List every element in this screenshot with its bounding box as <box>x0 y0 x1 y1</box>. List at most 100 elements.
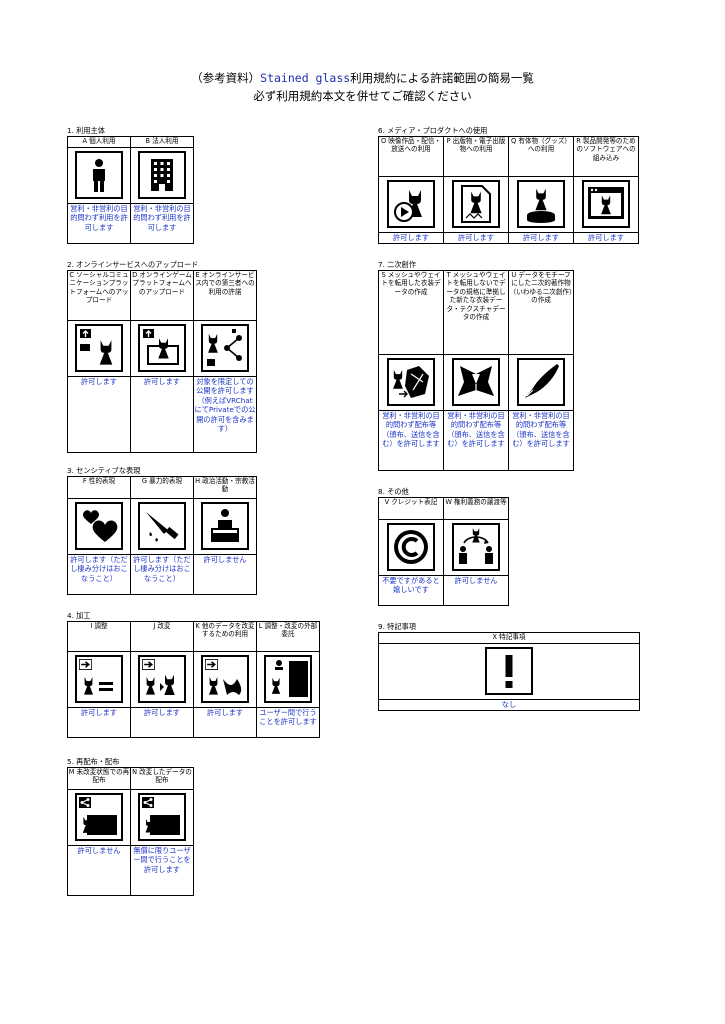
permission-table: A 個人利用 B 法人利用 営利・非営利の目的問わず利用を許可します 営利・非営… <box>67 136 194 244</box>
podium-speaker-icon <box>201 501 249 550</box>
person-icon <box>75 150 123 199</box>
section-processing: 4. 加工 I 調整 J 改変 K 他のデータを改変するための利用 L 調整・改… <box>67 610 320 738</box>
permission-e: 対象を限定しての公開を許可します（例えばVRChatにてPrivateでの公開の… <box>193 376 257 453</box>
section-online-upload: 2. オンラインサービスへのアップロード C ソーシャルコミュニケーションプラッ… <box>67 259 257 453</box>
permission-w: 許可しません <box>443 575 509 606</box>
upload-game-icon <box>138 323 186 372</box>
section-derivative-works: 7. 二次創作 S メッシュやウェイトを転用した衣装データの作成 T メッシュや… <box>378 259 574 471</box>
permission-n: 無償に限りユーザー間で行うことを許可します <box>130 845 194 896</box>
copyright-icon <box>387 522 435 571</box>
permission-d: 許可します <box>130 376 194 453</box>
permission-b: 営利・非営利の目的問わず利用を許可します <box>130 203 194 244</box>
permission-m: 許可しません <box>67 845 131 896</box>
building-icon <box>138 150 186 199</box>
permission-j: 許可します <box>130 707 194 738</box>
section-media-product: 6. メディア・プロダクトへの使用 O 映像作品・配信・放送への利用 P 出版物… <box>378 125 639 244</box>
document-title-line2: 必ず利用規約本文を併せてご確認ください <box>253 89 472 103</box>
permission-table: X 特記事項 なし <box>378 632 640 711</box>
col-header-s: S メッシュやウェイトを転用した衣装データの作成 <box>378 270 444 355</box>
permission-o: 許可します <box>378 232 444 244</box>
permission-s: 営利・非営利の目的問わず配布等（頒布、送信を含む）を許可します <box>378 410 444 471</box>
permission-table: I 調整 J 改変 K 他のデータを改変するための利用 L 調整・改変の外部委託… <box>67 621 320 738</box>
col-header-m: M 未改変状態での再配布 <box>67 767 131 790</box>
pen-nib-icon <box>517 357 565 406</box>
upload-social-icon <box>75 323 123 372</box>
col-header-c: C ソーシャルコミュニケーションプラットフォームへのアップロード <box>67 270 131 321</box>
mesh-cloth-icon <box>387 357 435 406</box>
title-prefix: （参考資料） <box>191 71 261 85</box>
section-special-notes: 9. 特記事項 X 特記事項 なし <box>378 621 640 711</box>
permission-x: なし <box>378 699 640 711</box>
video-icon <box>387 179 435 228</box>
col-header-d: D オンラインゲームプラットフォームへのアップロード <box>130 270 194 321</box>
outsource-icon <box>264 654 312 703</box>
col-header-u: U データをモチーフにした二次的著作物（いわゆる二次創作）の作成 <box>508 270 574 355</box>
goods-figure-icon <box>517 179 565 228</box>
permission-k: 許可します <box>193 707 257 738</box>
permission-r: 許可します <box>573 232 639 244</box>
section-redistribution: 5. 再配布・配布 M 未改変状態での再配布 N 改変したデータの配布 許可しま… <box>67 756 194 896</box>
permission-table: F 性的表現 G 暴力的表現 H 政治活動・宗教活動 許可します（ただし棲み分け… <box>67 476 257 595</box>
redistribute-icon <box>75 792 123 841</box>
col-header-t: T メッシュやウェイトを転用しないでデータの規格に準拠した新たな衣装データ・テク… <box>443 270 509 355</box>
col-header-q: Q 有体物（グッズ）への利用 <box>508 136 574 177</box>
col-header-f: F 性的表現 <box>67 476 131 499</box>
knife-icon <box>138 501 186 550</box>
col-header-v: V クレジット表記 <box>378 497 444 520</box>
exclamation-icon <box>485 646 533 695</box>
section-label: 4. 加工 <box>67 611 91 620</box>
permission-table: V クレジット表記 W 権利義務の譲渡等 不要ですがあると嬉しいです 許可しませ… <box>378 497 509 606</box>
permission-h: 許可しません <box>193 554 257 595</box>
permission-table: C ソーシャルコミュニケーションプラットフォームへのアップロード D オンライン… <box>67 270 257 453</box>
col-header-b: B 法人利用 <box>130 136 194 148</box>
col-header-j: J 改変 <box>130 621 194 652</box>
publication-icon <box>452 179 500 228</box>
col-header-n: N 改変したデータの配布 <box>130 767 194 790</box>
col-header-e: E オンラインサービス内での第三者への利用の許諾 <box>193 270 257 321</box>
permission-i: 許可します <box>67 707 131 738</box>
permission-table: S メッシュやウェイトを転用した衣装データの作成 T メッシュやウェイトを転用し… <box>378 270 574 471</box>
permission-table: O 映像作品・配信・放送への利用 P 出版物・電子出版物への利用 Q 有体物（グ… <box>378 136 639 244</box>
col-header-l: L 調整・改変の外部委託 <box>256 621 320 652</box>
section-label: 1. 利用主体 <box>67 126 105 135</box>
permission-c: 許可します <box>67 376 131 453</box>
section-label: 9. 特記事項 <box>378 622 416 631</box>
col-header-k: K 他のデータを改変するための利用 <box>193 621 257 652</box>
permission-p: 許可します <box>443 232 509 244</box>
col-header-a: A 個人利用 <box>67 136 131 148</box>
title-brand: Stained glass <box>260 71 351 85</box>
col-header-h: H 政治活動・宗教活動 <box>193 476 257 499</box>
document-title-line1: （参考資料）Stained glass利用規約による許諾範囲の簡易一覧 <box>0 70 725 86</box>
modify-icon <box>138 654 186 703</box>
permission-l: ユーザー間で行うことを許可します <box>256 707 320 738</box>
col-header-x: X 特記事項 <box>378 632 640 644</box>
title-suffix: 利用規約による許諾範囲の簡易一覧 <box>350 71 534 85</box>
section-label: 7. 二次創作 <box>378 260 416 269</box>
permission-g: 許可します（ただし棲み分けはおこなうこと） <box>130 554 194 595</box>
section-label: 5. 再配布・配布 <box>67 757 120 766</box>
software-window-icon <box>582 179 630 228</box>
hearts-icon <box>75 501 123 550</box>
section-label: 6. メディア・プロダクトへの使用 <box>378 126 488 135</box>
permission-t: 営利・非営利の目的問わず配布等（頒布、送信を含む）を許可します <box>443 410 509 471</box>
permission-f: 許可します（ただし棲み分けはおこなうこと） <box>67 554 131 595</box>
distribute-modified-icon <box>138 792 186 841</box>
col-header-o: O 映像作品・配信・放送への利用 <box>378 136 444 177</box>
new-cloth-icon <box>452 357 500 406</box>
section-usage-subject: 1. 利用主体 A 個人利用 B 法人利用 営利・非営利の目的問わず利用を許可し… <box>67 125 194 244</box>
permission-table: M 未改変状態での再配布 N 改変したデータの配布 許可しません 無償に限りユー… <box>67 767 194 896</box>
transfer-rights-icon <box>452 522 500 571</box>
permission-q: 許可します <box>508 232 574 244</box>
col-header-r: R 製品開発等のためのソフトウェアへの組み込み <box>573 136 639 177</box>
use-for-other-data-icon <box>201 654 249 703</box>
permission-v: 不要ですがあると嬉しいです <box>378 575 444 606</box>
col-header-p: P 出版物・電子出版物への利用 <box>443 136 509 177</box>
col-header-g: G 暴力的表現 <box>130 476 194 499</box>
col-header-w: W 権利義務の譲渡等 <box>443 497 509 520</box>
section-label: 8. その他 <box>378 487 409 496</box>
adjust-icon <box>75 654 123 703</box>
share-third-party-icon <box>201 323 249 372</box>
section-label: 3. センシティブな表現 <box>67 466 141 475</box>
section-label: 2. オンラインサービスへのアップロード <box>67 260 199 269</box>
permission-u: 営利・非営利の目的問わず配布等（頒布、送信を含む）を許可します <box>508 410 574 471</box>
